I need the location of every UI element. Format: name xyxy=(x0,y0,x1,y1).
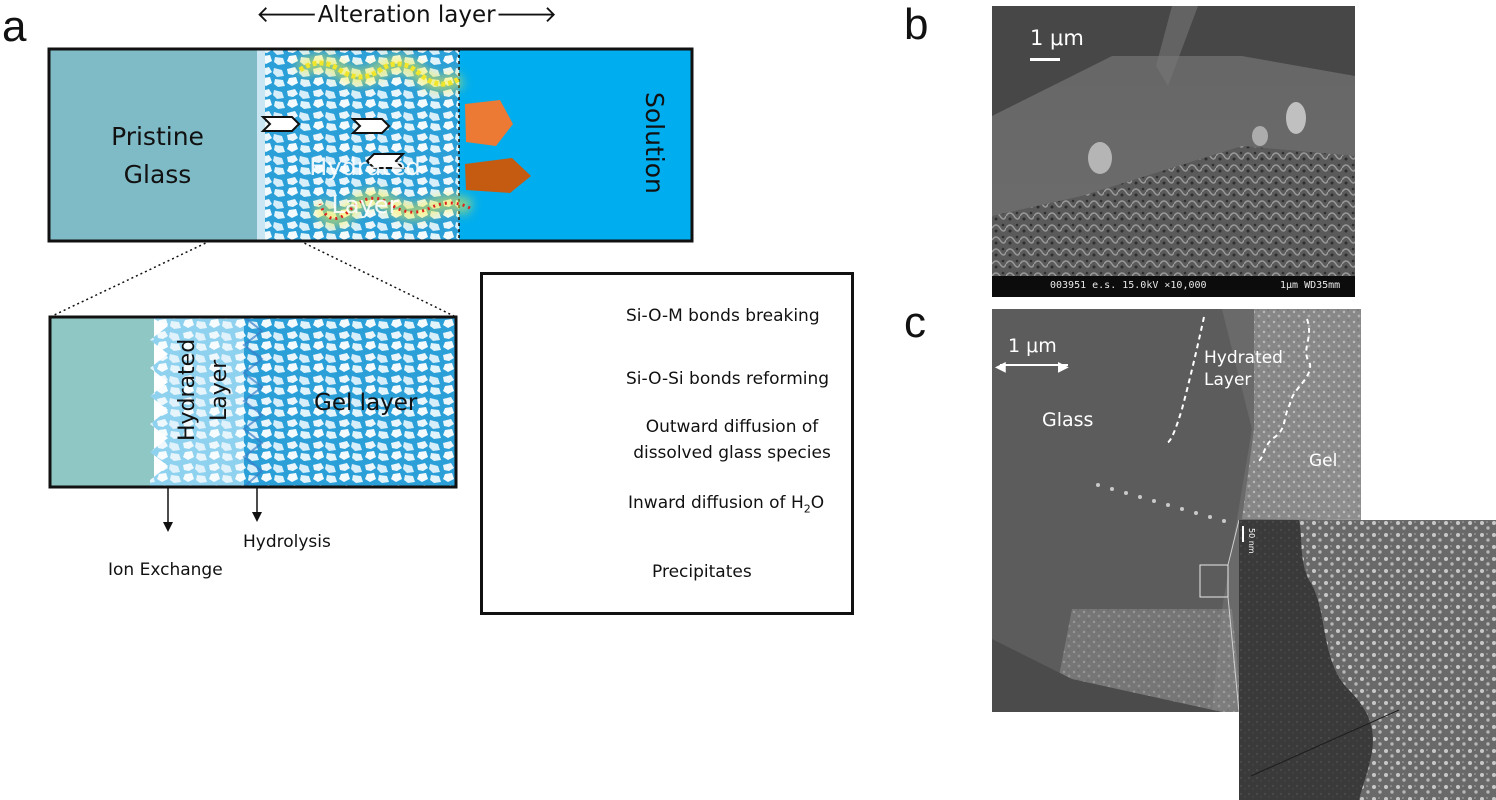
hydrated-layer-overlay-label: Hydrated Layer xyxy=(309,153,421,219)
tem-c-hydrated-line2: Layer xyxy=(1204,370,1252,390)
solution-region xyxy=(459,49,692,241)
panel-label-c: c xyxy=(904,298,926,347)
sem-b-info-bar: 003951 e.s. 15.0kV ×10,000 xyxy=(1050,280,1207,291)
pristine-glass-region xyxy=(49,49,257,241)
legend-label-bond-breaking: Si-O-M bonds breaking xyxy=(626,306,820,326)
left-arrow-icon: 🡐 xyxy=(256,2,318,28)
precipitate-dark-icon xyxy=(465,158,531,193)
legend-label-precipitates: Precipitates xyxy=(652,562,752,582)
zoom-hydrated-region xyxy=(150,317,244,487)
legend-label-bond-reforming: Si-O-Si bonds reforming xyxy=(626,369,830,389)
precipitate-light-icon xyxy=(465,100,513,146)
legend-h2o-sub: 2 xyxy=(803,502,811,516)
solution-label: Solution xyxy=(640,92,669,194)
tem-c-hydrated-label: Hydrated Layer xyxy=(1204,347,1283,391)
legend-label-inward-diffusion: Inward diffusion of H2O xyxy=(628,493,824,515)
bond-breaking-icon-1 xyxy=(260,116,301,132)
scale-left-arrow-icon: ◀ xyxy=(995,359,1006,375)
legend-h2o-prefix: Inward diffusion of H xyxy=(628,493,804,513)
zoom-gel-region xyxy=(244,317,456,487)
panel-label-a: a xyxy=(2,2,27,51)
legend-outward-line2: dissolved glass species xyxy=(633,443,831,463)
panel-label-b: b xyxy=(904,0,929,49)
sem-b-info-scale: 1μm WD35mm xyxy=(1280,280,1341,291)
scale-right-arrow-icon: ▶ xyxy=(1058,359,1069,375)
inward-diffusion-glow xyxy=(312,190,474,227)
hydrolysis-label: Hydrolysis xyxy=(243,532,331,552)
legend-h2o-suffix: O xyxy=(810,493,825,513)
sem-b-scale-label: 1 μm xyxy=(1030,26,1084,50)
tem-c-hydrated-line1: Hydrated xyxy=(1204,348,1283,368)
outward-diffusion-path xyxy=(298,60,462,87)
zoom-gel-label: Gel layer xyxy=(314,390,418,416)
legend-label-outward-diffusion: Outward diffusion of dissolved glass spe… xyxy=(612,414,852,466)
right-arrow-icon: 🡒 xyxy=(495,2,558,28)
zoom-hydrated-label: Hydrated Layer xyxy=(175,338,232,442)
bond-breaking-icon-2 xyxy=(350,118,391,134)
tem-inset-image: 50 nm xyxy=(1239,520,1496,800)
alteration-header: 🡐Alteration layer🡒 xyxy=(256,0,557,28)
schematic-diagram xyxy=(47,47,694,592)
ion-exchange-label: Ion Exchange xyxy=(108,560,223,580)
tem-inset-texture xyxy=(1239,520,1496,800)
legend-box xyxy=(480,272,854,615)
bond-reforming-icon xyxy=(365,153,406,169)
pristine-glass-label: Pristine Glass xyxy=(111,122,204,189)
zoom-glass-region xyxy=(50,317,154,487)
legend-outward-line1: Outward diffusion of xyxy=(645,417,819,437)
sem-b-texture xyxy=(992,6,1355,297)
tem-c-scale-label: 1 μm xyxy=(1008,335,1057,357)
tem-c-gel-label: Gel xyxy=(1309,451,1338,471)
inset-scale-label: 50 nm xyxy=(1247,528,1256,554)
tem-c-scale-bar xyxy=(1000,364,1068,366)
tem-c-glass-label: Glass xyxy=(1042,409,1094,431)
sem-b-scale-bar xyxy=(1030,58,1060,61)
alteration-header-text: Alteration layer xyxy=(317,2,496,28)
sem-image-b: 1 μm 003951 e.s. 15.0kV ×10,000 1μm WD35… xyxy=(992,6,1355,297)
